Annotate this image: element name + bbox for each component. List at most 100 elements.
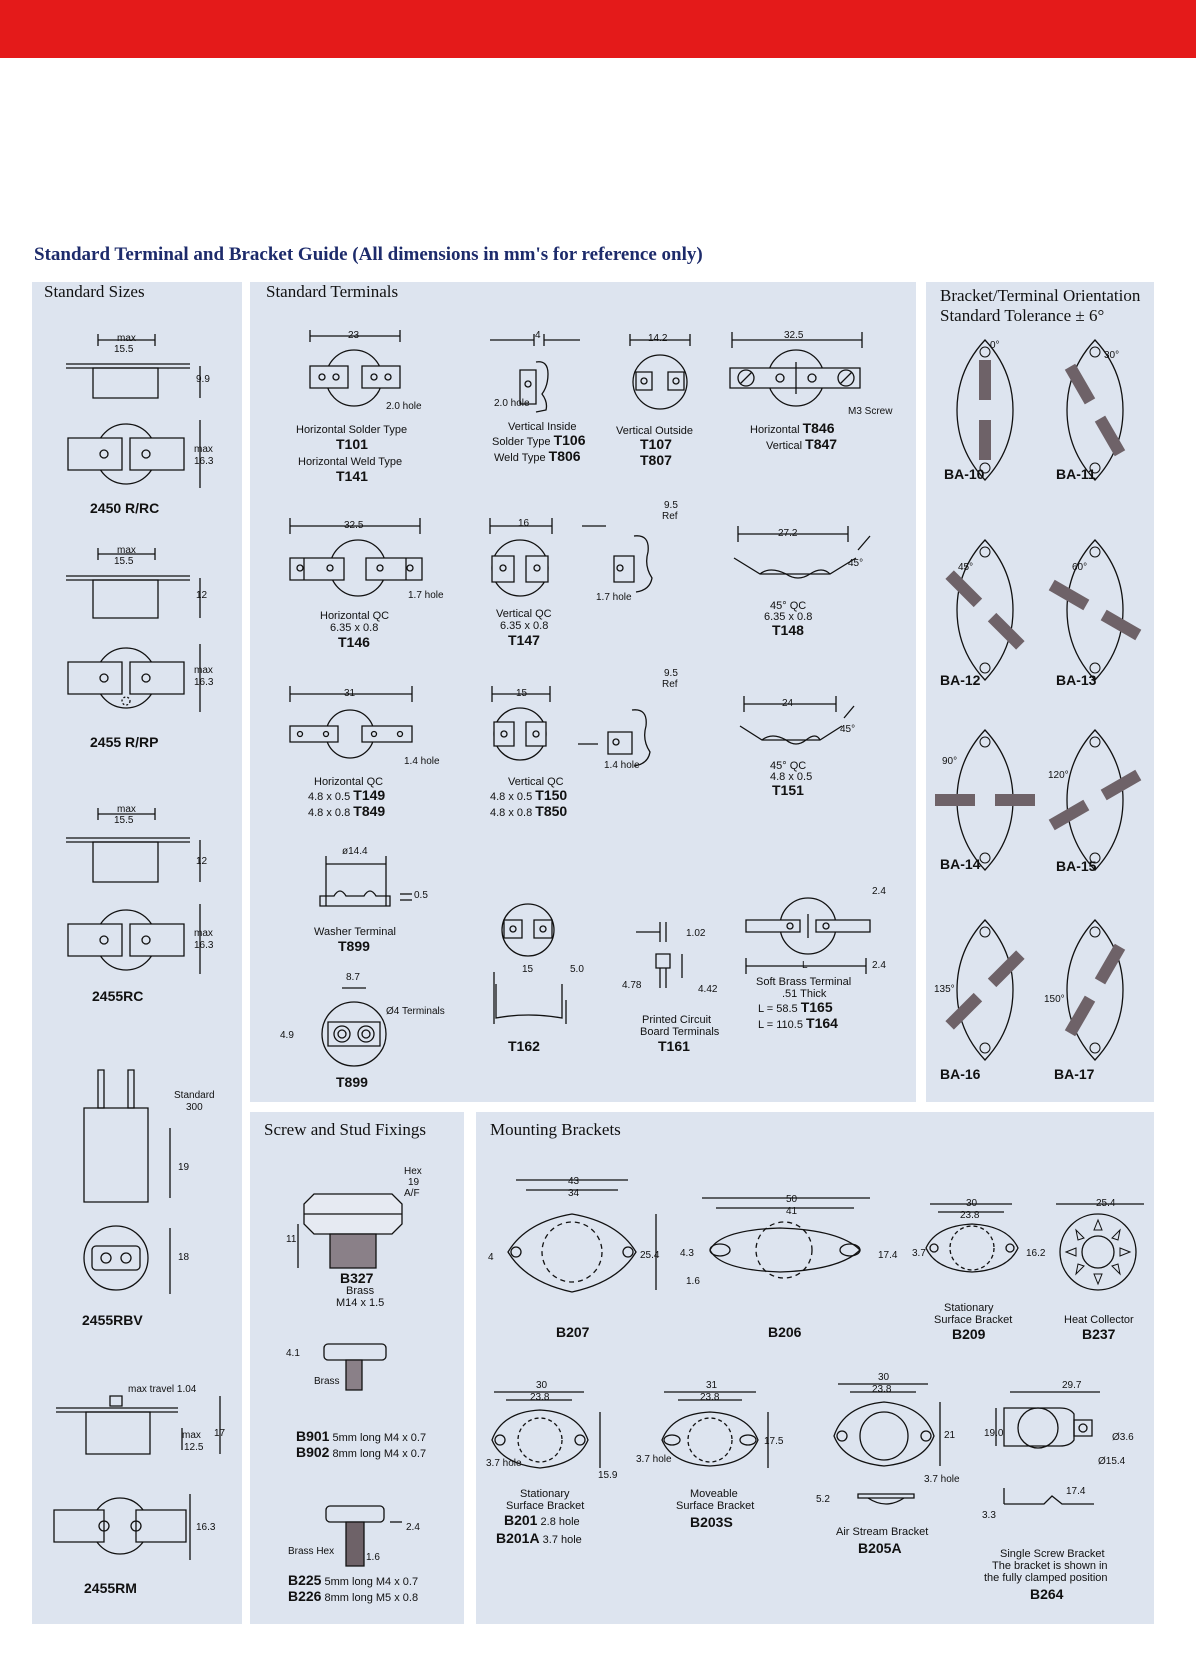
b203-code: B203S — [690, 1514, 733, 1530]
size-code-2455rc: 2455RC — [92, 988, 144, 1004]
size5-travel: max travel 1.04 — [128, 1384, 197, 1395]
size5-depth: 16.3 — [196, 1522, 216, 1533]
top-red-bar — [0, 0, 1196, 58]
ba10-icon — [956, 339, 1014, 481]
t899b-terminals: Ø4 Terminals — [386, 1006, 445, 1017]
ba15-angle: 120° — [1048, 770, 1069, 781]
b225-line: B225 5mm long M4 x 0.7 — [288, 1572, 419, 1588]
t147-hole: 1.7 hole — [596, 592, 632, 603]
size2-width: 15.5 — [114, 556, 134, 567]
t899b-dim: 8.7 — [346, 972, 360, 983]
t107-dim: 14.2 — [648, 333, 668, 344]
b209-w1: 30 — [966, 1198, 978, 1209]
t146-hole: 1.7 hole — [408, 590, 444, 601]
b264-w: 29.7 — [1062, 1380, 1082, 1391]
b225-a: 2.4 — [406, 1522, 420, 1533]
t807-code: T807 — [640, 452, 672, 468]
b203-line2: Surface Bracket — [676, 1500, 755, 1512]
b225-drawing — [316, 1500, 416, 1570]
t106-line2: Solder Type T106 — [492, 432, 586, 448]
b327-hex-af: A/F — [404, 1188, 420, 1199]
heading-standard-sizes: Standard Sizes — [44, 282, 145, 301]
b207-w2: 34 — [568, 1188, 580, 1199]
b264-code: B264 — [1030, 1586, 1064, 1602]
size2-depth: 16.3 — [194, 677, 214, 688]
b201-w2: 23.8 — [530, 1392, 550, 1403]
t165-a: 2.4 — [872, 886, 886, 897]
t165-b: 2.4 — [872, 960, 886, 971]
terminal-t899-washer-drawing — [316, 856, 426, 926]
ba17-code: BA-17 — [1054, 1066, 1095, 1082]
t161-code: T161 — [658, 1038, 690, 1054]
size5-height2: 17 — [214, 1428, 226, 1439]
ba13-code: BA-13 — [1056, 672, 1097, 688]
t148-dim: 27.2 — [778, 528, 798, 539]
b203-drawing — [656, 1384, 786, 1494]
b206-h1: 4.3 — [680, 1248, 694, 1259]
terminal-t151-drawing — [736, 696, 876, 766]
t146-code: T146 — [338, 634, 370, 650]
t146-line1: Horizontal QC — [320, 610, 390, 622]
t151-angle: 45° — [840, 724, 856, 735]
page-title: Standard Terminal and Bracket Guide (All… — [34, 244, 703, 265]
ba14-angle: 90° — [942, 756, 958, 767]
ba14-icon — [935, 729, 1035, 871]
b901-drawing — [314, 1340, 414, 1400]
b206-t: 1.6 — [686, 1276, 700, 1287]
size1-height: 9.9 — [196, 374, 210, 385]
ba11-angle: 30° — [1104, 350, 1120, 361]
t148-code: T148 — [772, 622, 804, 638]
b201-hole: 3.7 hole — [486, 1458, 522, 1469]
b902-line: B902 8mm long M4 x 0.7 — [296, 1444, 427, 1460]
t149-hole: 1.4 hole — [404, 756, 440, 767]
b205-w2: 23.8 — [872, 1384, 892, 1395]
brackets-panel — [476, 1112, 1154, 1624]
t150-line2: 4.8 x 0.5 T150 — [490, 787, 568, 803]
t147-dim: 16 — [518, 518, 530, 529]
ba10-angle: 0° — [990, 340, 1000, 351]
t101-dim: 23 — [348, 330, 360, 341]
b327-h: 11 — [286, 1234, 297, 1245]
size4-standard: Standard — [174, 1090, 215, 1101]
size2-max: max — [117, 545, 136, 556]
t107-code: T107 — [640, 436, 672, 452]
b327-code: B327 — [340, 1270, 374, 1286]
b205-drawing — [828, 1376, 958, 1526]
b209-line2: Surface Bracket — [934, 1314, 1013, 1326]
heading-tolerance: Standard Tolerance ± 6° — [940, 306, 1105, 325]
ba16-angle: 135° — [934, 984, 955, 995]
t161-a: 1.02 — [686, 928, 706, 939]
t151-line1: 45° QC — [770, 760, 807, 772]
b225-b: 1.6 — [366, 1552, 380, 1563]
terminal-t106-drawing — [490, 330, 590, 420]
b207-drawing — [486, 1172, 666, 1312]
t161-c: 4.42 — [698, 984, 718, 995]
ba17-angle: 150° — [1044, 994, 1065, 1005]
b203-h: 17.5 — [764, 1436, 784, 1447]
ba15-icon — [1048, 729, 1142, 871]
ba13-angle: 60° — [1072, 562, 1088, 573]
size-2455rm-drawing — [50, 1384, 240, 1584]
ba10-code: BA-10 — [944, 466, 985, 482]
b264-h: 19.0 — [984, 1428, 1004, 1439]
t149-line2: 4.8 x 0.5 T149 — [308, 787, 386, 803]
size-2450-drawing — [60, 330, 240, 500]
b901-line: B901 5mm long M4 x 0.7 — [296, 1428, 427, 1444]
b206-code: B206 — [768, 1324, 802, 1340]
t147-ref: 9.5 — [664, 500, 678, 511]
t165-l: L — [802, 960, 808, 971]
terminal-t101-drawing — [300, 326, 420, 416]
t148-line1: 45° QC — [770, 600, 807, 612]
t141-code: T141 — [336, 468, 368, 484]
size-2455rc-drawing — [60, 804, 240, 974]
t101-code: T101 — [336, 436, 368, 452]
t849-line: 4.8 x 0.8 T849 — [308, 803, 386, 819]
b201-h: 15.9 — [598, 1470, 618, 1481]
b209-a: 3.7 — [912, 1248, 926, 1259]
b201-line2: Surface Bracket — [506, 1500, 585, 1512]
t162-code: T162 — [508, 1038, 540, 1054]
size5-height: 12.5 — [184, 1442, 204, 1453]
t899a-dia: ø14.4 — [342, 846, 368, 857]
ba12-angle: 45° — [958, 562, 974, 573]
t101-hole: 2.0 hole — [386, 401, 422, 412]
